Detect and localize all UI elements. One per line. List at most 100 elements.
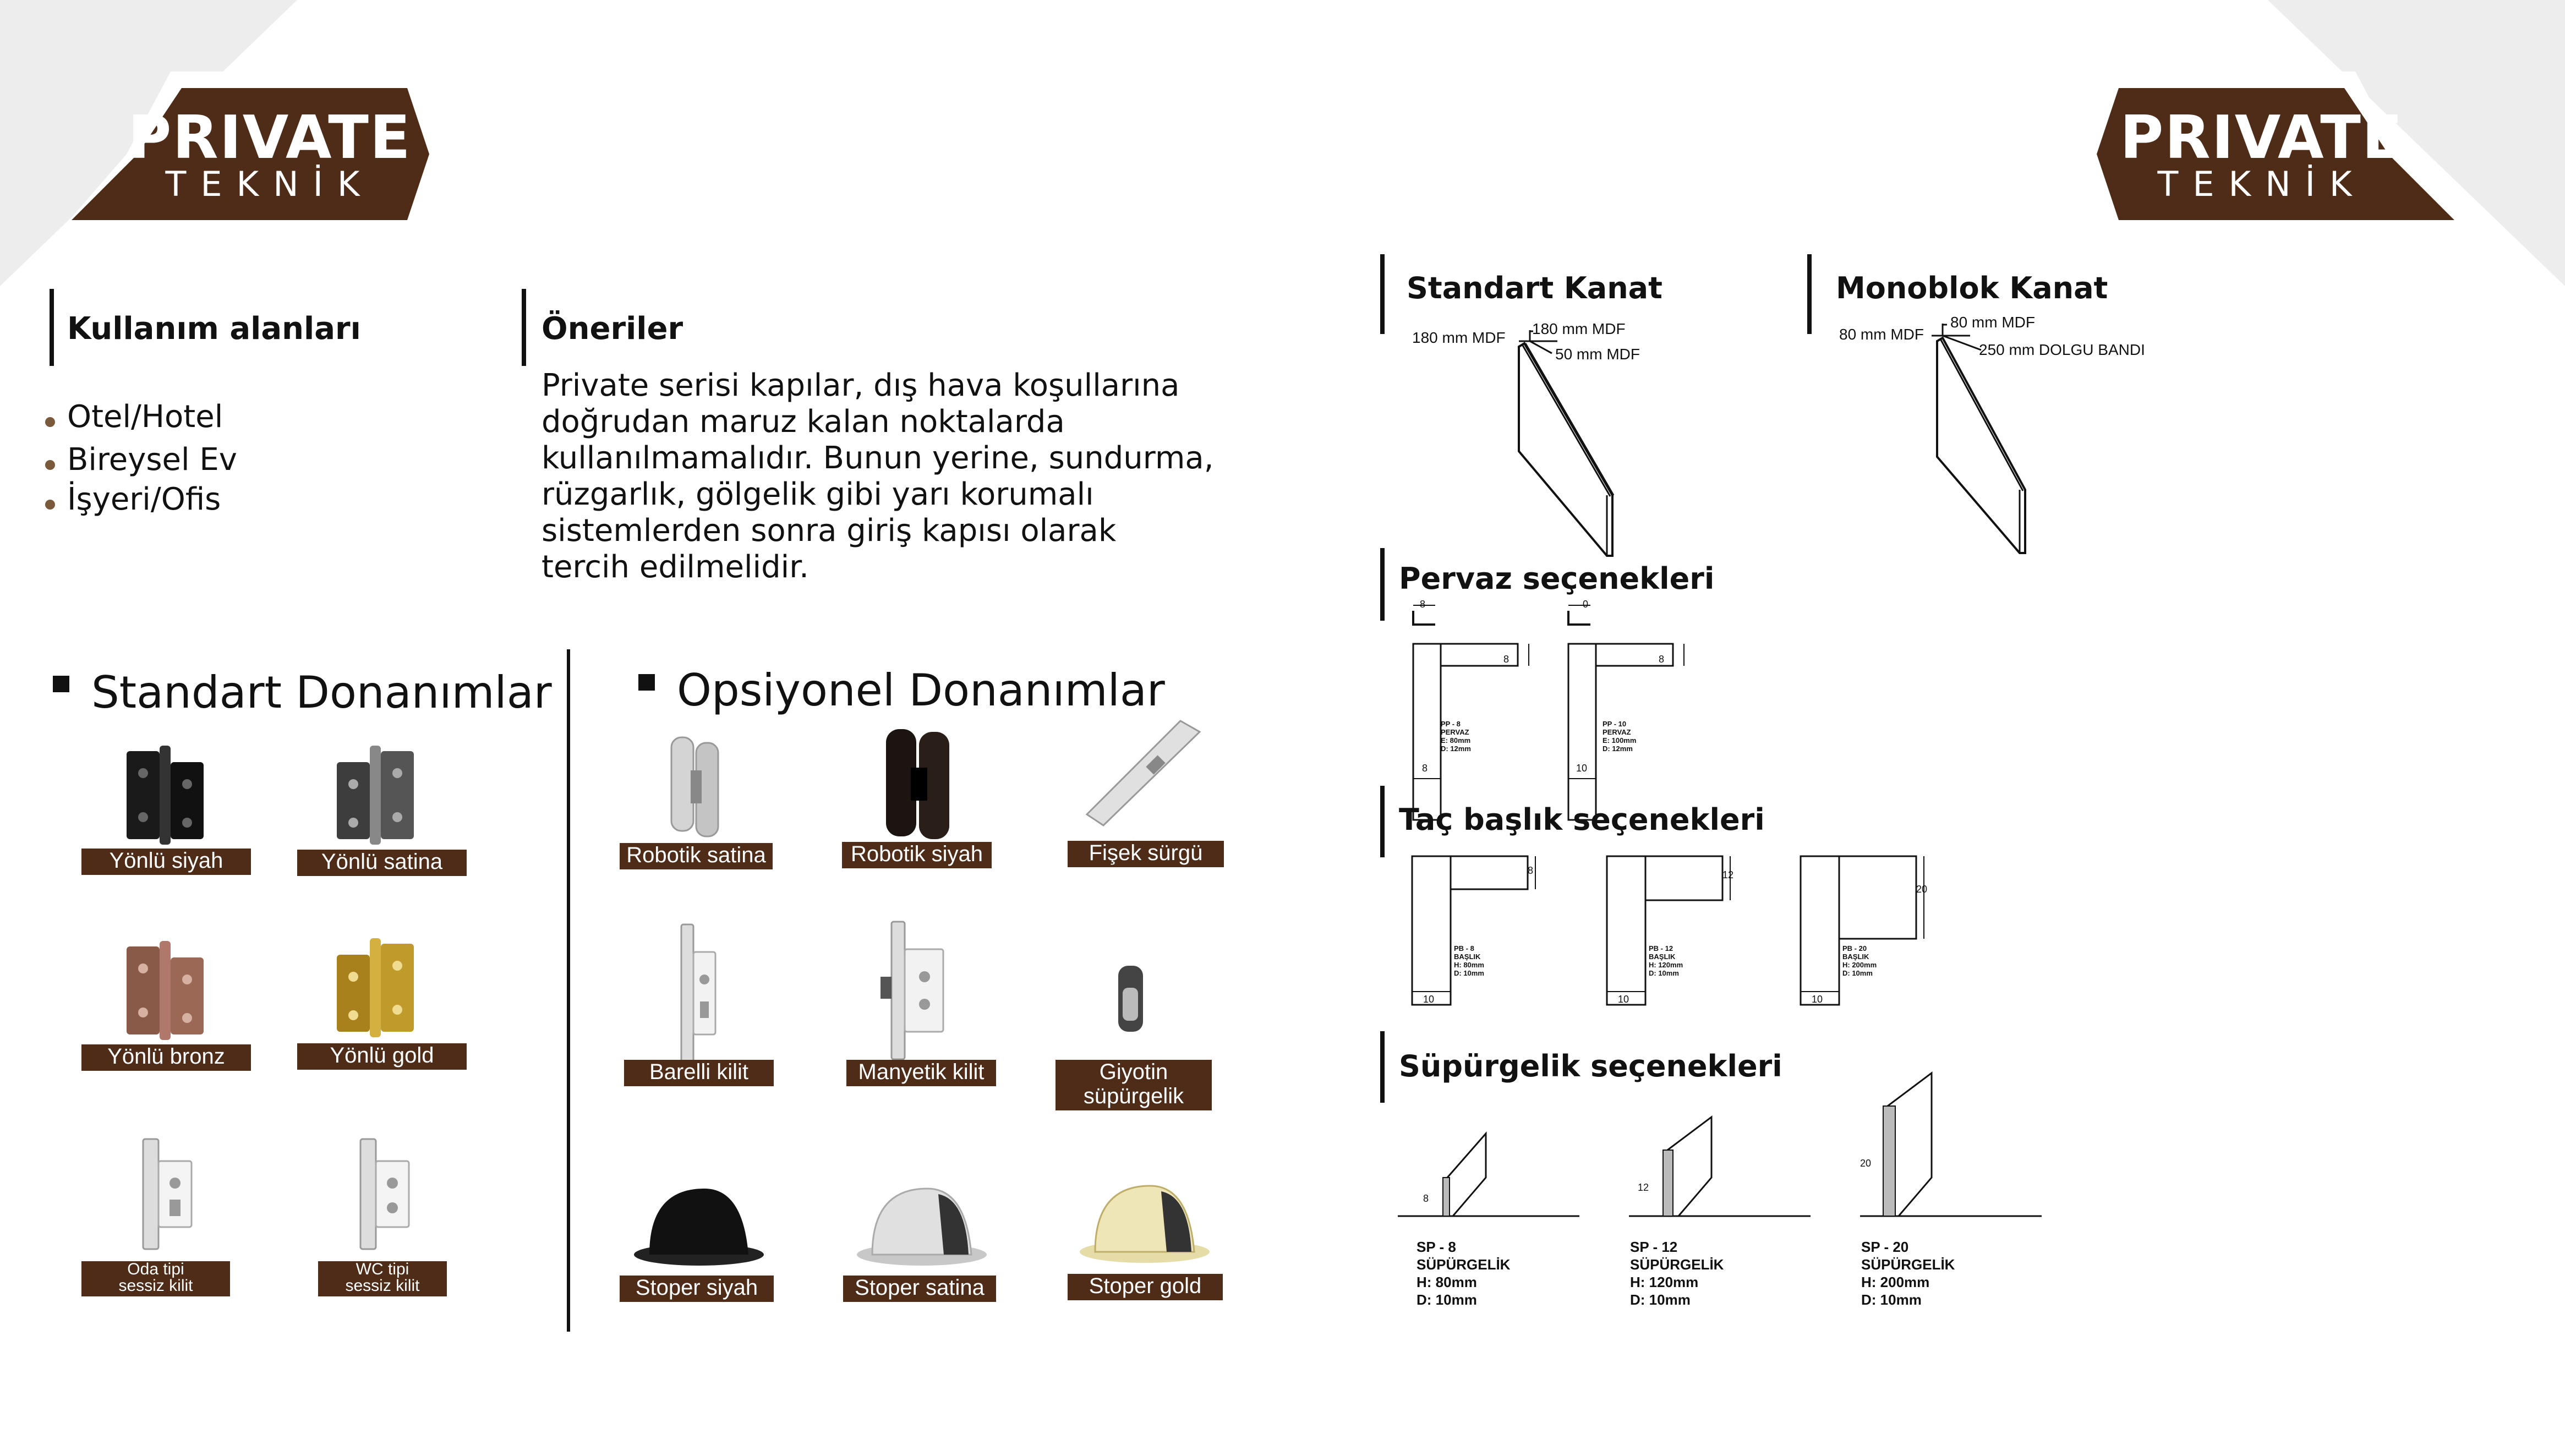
product-label-stoper-gold: Stoper gold (1068, 1274, 1223, 1300)
tac-3-side-dim: 20 (1916, 884, 1928, 895)
product-label-stoper-satina: Stoper satina (843, 1276, 996, 1302)
recommendations-line: doğrudan maruz kalan noktalarda (542, 404, 1065, 440)
pervaz-1-top-dim: 8 (1420, 599, 1426, 610)
pervaz-1-spec: PP - 8 PERVAZ E: 80mm D: 12mm (1441, 720, 1471, 753)
recommendations-line: sistemlerden sonra giriş kapısı olarak (542, 513, 1117, 549)
usage-item-home: Bireysel Ev (67, 442, 237, 478)
column-divider (567, 649, 570, 1332)
recommendations-line: kullanılmamalıdır. Bunun yerine, sundurm… (542, 440, 1214, 476)
tac-drawing-1 (1411, 855, 1536, 1006)
pervaz-drawing-1 (1412, 605, 1529, 821)
supurgelik-1-spec: SP - 8 SÜPÜRGELİK H: 80mm D: 10mm (1417, 1239, 1511, 1308)
tac-2-bottom-dim: 10 (1618, 994, 1629, 1005)
standard-leaf-label-2: 180 mm MDF (1532, 320, 1626, 337)
fisek-surgu-icon (1085, 720, 1201, 826)
optional-title: Opsiyonel Donanımlar (677, 665, 1165, 716)
supurgelik-3-spec: SP - 20 SÜPÜRGELİK H: 200mm D: 10mm (1861, 1239, 1955, 1308)
product-label-barelli-kilit: Barelli kilit (624, 1060, 774, 1086)
tac-bar (1380, 786, 1385, 857)
usage-item-hotel: Otel/Hotel (67, 399, 223, 435)
pervaz-2-top-dim: 0 (1583, 599, 1589, 610)
robotik-siyah-icon (886, 729, 949, 839)
usage-bar (50, 289, 54, 366)
pervaz-bar (1380, 548, 1385, 621)
monoblock-leaf-label-2: 80 mm MDF (1950, 314, 2035, 331)
tac-1-bottom-dim: 10 (1423, 994, 1435, 1005)
tac-drawing-3 (1800, 855, 1924, 1006)
supurgelik-title: Süpürgelik seçenekleri (1399, 1049, 1782, 1083)
manyetik-kilit-icon (880, 921, 944, 1060)
tac-2-spec: PB - 12 BAŞLIK H: 120mm D: 10mm (1649, 944, 1683, 977)
product-label-yonlu-satina: Yönlü satina (297, 850, 467, 876)
product-label-robotik-satina: Robotik satina (620, 843, 773, 869)
standard-leaf-label-1: 180 mm MDF (1412, 329, 1506, 346)
product-label-line: sessiz kilit (345, 1277, 420, 1295)
supurgelik-bar (1380, 1031, 1385, 1103)
product-label-manyetik-kilit: Manyetik kilit (846, 1060, 996, 1086)
supurgelik-3-dim: 20 (1860, 1158, 1872, 1169)
lock-wc-icon (359, 1138, 410, 1250)
tac-2-side-dim: 12 (1722, 869, 1734, 880)
standard-leaf-title: Standart Kanat (1407, 271, 1662, 305)
product-label-wc-tipi: WC tipi sessiz kilit (318, 1261, 447, 1296)
logo-title: PRIVATE (2120, 103, 2404, 172)
supurgelik-1-dim: 8 (1423, 1193, 1429, 1204)
tac-drawing-2 (1606, 855, 1731, 1006)
recommendations-line: Private serisi kapılar, dış hava koşulla… (542, 368, 1180, 403)
monoblock-leaf-label-1: 80 mm MDF (1839, 326, 1924, 343)
standard-leaf-bar (1380, 254, 1385, 334)
hinge-bronze-icon (127, 941, 204, 1040)
recommendations-line: rüzgarlık, gölgelik gibi yarı korumalı (542, 477, 1094, 512)
bullet-dot (45, 500, 55, 510)
pervaz-2-side-dim: 8 (1659, 654, 1665, 665)
recommendations-bar (522, 289, 526, 366)
tac-1-spec: PB - 8 BAŞLIK H: 80mm D: 10mm (1454, 944, 1484, 977)
standard-title: Standart Donanımlar (91, 667, 552, 718)
product-label-line: Oda tipi (127, 1260, 184, 1278)
product-label-fisek-surgu: Fişek sürgü (1068, 841, 1224, 867)
tac-title: Taç başlık seçenekleri (1399, 802, 1765, 837)
product-label-line: Giyotin (1099, 1060, 1168, 1084)
product-label-yonlu-siyah: Yönlü siyah (81, 849, 251, 875)
lock-room-icon (142, 1138, 193, 1250)
pervaz-1-side-dim: 8 (1503, 654, 1510, 665)
standard-leaf-label-3: 50 mm MDF (1555, 346, 1640, 363)
monoblock-leaf-drawing (1932, 324, 2026, 554)
tac-1-side-dim: 8 (1528, 865, 1534, 876)
section-square-icon (53, 676, 69, 692)
stoper-gold-icon (1080, 1185, 1210, 1263)
product-label-yonlu-bronz: Yönlü bronz (81, 1044, 251, 1071)
logo-subtitle: TEKNİK (165, 164, 374, 204)
stoper-satina-icon (857, 1187, 987, 1266)
product-label-line: süpürgelik (1083, 1084, 1184, 1108)
tac-3-bottom-dim: 10 (1812, 994, 1823, 1005)
robotik-satina-icon (670, 736, 719, 838)
product-label-stoper-siyah: Stoper siyah (620, 1276, 774, 1302)
hinge-gold-icon (337, 938, 414, 1037)
monoblock-leaf-bar (1807, 254, 1812, 334)
usage-title: Kullanım alanları (67, 311, 361, 347)
pervaz-drawing-2 (1567, 605, 1685, 821)
supurgelik-drawing-1 (1398, 1131, 1579, 1217)
hinge-black-icon (127, 746, 204, 845)
product-label-line: WC tipi (356, 1260, 409, 1278)
stoper-siyah-icon (634, 1189, 764, 1266)
hinge-satin-icon (337, 746, 414, 845)
barelli-kilit-icon (680, 923, 717, 1063)
supurgelik-drawing-2 (1629, 1115, 1811, 1217)
product-label-oda-tipi: Oda tipi sessiz kilit (81, 1261, 230, 1296)
product-label-yonlu-gold: Yönlü gold (297, 1043, 467, 1070)
supurgelik-2-spec: SP - 12 SÜPÜRGELİK H: 120mm D: 10mm (1630, 1239, 1724, 1308)
standard-leaf-drawing (1518, 330, 1615, 557)
supurgelik-2-dim: 12 (1638, 1182, 1649, 1193)
monoblock-leaf-title: Monoblok Kanat (1836, 271, 2108, 305)
logo-right: PRIVATE TEKNİK (2075, 72, 2471, 237)
pervaz-title: Pervaz seçenekleri (1399, 561, 1715, 596)
monoblock-leaf-label-3: 250 mm DOLGU BANDI (1979, 341, 2145, 358)
usage-item-office: İşyeri/Ofis (67, 481, 221, 517)
pervaz-2-spec: PP - 10 PERVAZ E: 100mm D: 12mm (1603, 720, 1637, 753)
recommendations-line: tercih edilmelidir. (542, 549, 809, 585)
logo-left: PRIVATE TEKNİK (55, 72, 451, 237)
pervaz-1-bottom-dim: 8 (1422, 763, 1428, 774)
tac-3-spec: PB - 20 BAŞLIK H: 200mm D: 10mm (1842, 944, 1877, 977)
